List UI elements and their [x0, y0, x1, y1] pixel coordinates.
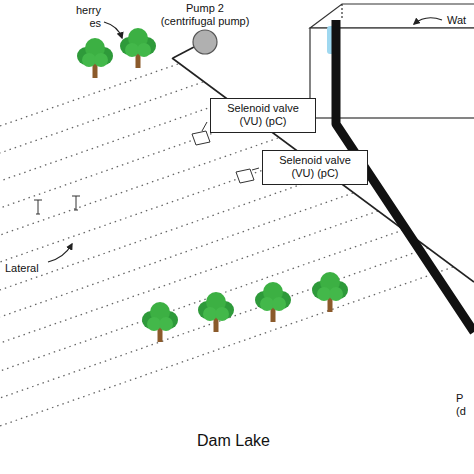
pump-node: Pump 2 (centrifugal pump) [159, 2, 251, 56]
part-label: Dam Lake [196, 432, 271, 450]
filter-symbol [34, 200, 42, 214]
leader-line [252, 168, 259, 170]
cherry-tree [255, 282, 291, 322]
callout-arrow [48, 244, 72, 262]
part-label: Lateral [4, 262, 40, 275]
callout-arrow [414, 18, 442, 24]
cherry-tree [198, 292, 234, 332]
pump-label: Pump 2 (centrifugal pump) [159, 2, 251, 28]
pump-symbol [159, 28, 251, 56]
valve-label: Selenoid valve (VU) (pC) [215, 102, 311, 128]
pump-circle [193, 30, 217, 54]
part-label: Wat [446, 14, 467, 27]
part-label: P (d [455, 392, 471, 417]
pump-pipe [173, 47, 194, 58]
cherry-tree [77, 38, 113, 78]
callout-arrow [104, 22, 122, 38]
cherry-tree [120, 28, 156, 68]
valve-label: Selenoid valve (VU) (pC) [267, 154, 363, 180]
filter-symbol [72, 196, 80, 210]
leader-line [202, 122, 207, 131]
valve-label-box: Selenoid valve (VU) (pC) [210, 98, 316, 133]
valve-symbol [236, 169, 254, 183]
part-label: herry es [70, 4, 102, 29]
cherry-tree [312, 272, 348, 312]
valve-label-box: Selenoid valve (VU) (pC) [262, 150, 368, 185]
valve-symbol [192, 131, 210, 145]
cherry-tree [142, 302, 178, 342]
